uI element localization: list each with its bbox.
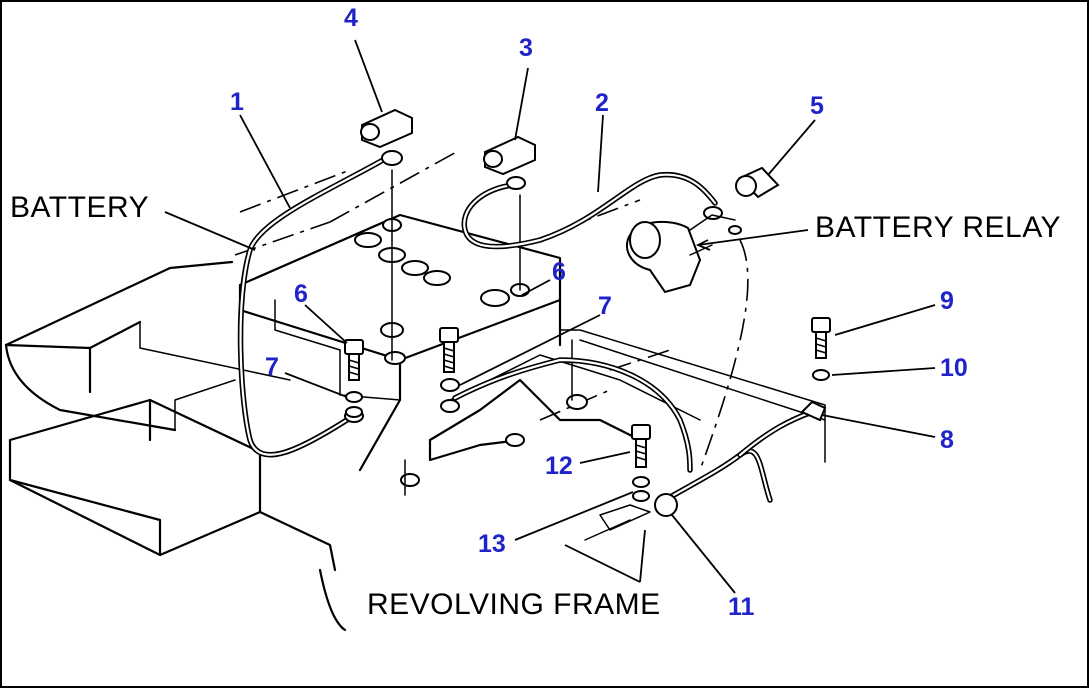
callout-5: 5: [810, 92, 824, 120]
bolts-drawing: [344, 317, 831, 541]
caption-battery: BATTERY: [10, 191, 149, 224]
callout-6-right: 6: [552, 258, 566, 286]
callout-13: 13: [478, 530, 506, 558]
cable-1-drawing: [237, 150, 403, 458]
leader-lines: [164, 39, 936, 594]
callout-4: 4: [344, 4, 358, 32]
callout-6-left: 6: [294, 280, 308, 308]
callout-8: 8: [940, 426, 954, 454]
cap-5-drawing: [735, 166, 780, 199]
caption-revolving-frame: REVOLVING FRAME: [367, 588, 661, 621]
callout-1: 1: [230, 88, 244, 116]
terminal-cover-3-drawing: [483, 135, 536, 176]
terminal-cover-4-drawing: [360, 108, 413, 149]
callout-7-left: 7: [265, 353, 279, 381]
callout-7-right: 7: [598, 292, 612, 320]
caption-battery-relay: BATTERY RELAY: [815, 211, 1061, 244]
battery-relay-drawing: [625, 214, 742, 294]
callout-10: 10: [940, 354, 968, 382]
callout-2: 2: [595, 89, 609, 117]
callout-12: 12: [545, 452, 573, 480]
callout-11: 11: [728, 593, 755, 621]
revolving-frame-drawing: [4, 149, 671, 632]
callout-9: 9: [940, 287, 954, 315]
callout-3: 3: [519, 34, 533, 62]
